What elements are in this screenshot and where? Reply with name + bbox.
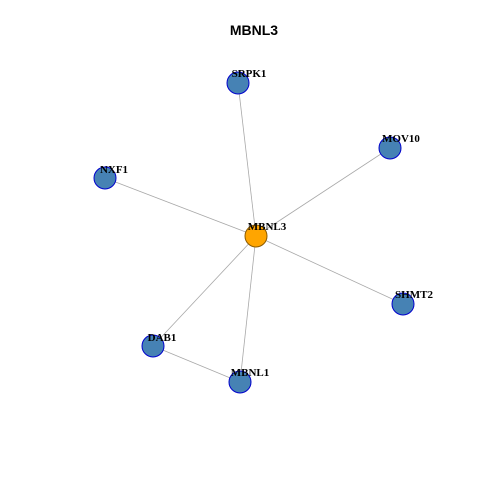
edges-layer [104, 82, 404, 383]
node-label-mbnl1: MBNL1 [231, 367, 270, 379]
node-mbnl3[interactable] [244, 224, 268, 248]
edge-mbnl3-shmt2 [255, 235, 404, 305]
node-label-mov10: MOV10 [382, 133, 420, 145]
edge-mbnl3-mbnl1 [239, 235, 257, 383]
edge-mbnl3-srpk1 [237, 82, 257, 237]
node-mov10[interactable] [378, 136, 402, 160]
node-shmt2[interactable] [391, 292, 415, 316]
node-srpk1[interactable] [226, 71, 250, 95]
edge-mbnl3-nxf1 [104, 177, 257, 237]
node-dab1[interactable] [141, 334, 165, 358]
node-label-mbnl3: MBNL3 [248, 221, 287, 233]
edge-mbnl3-mov10 [255, 147, 391, 237]
node-label-shmt2: SHMT2 [395, 289, 433, 301]
node-label-nxf1: NXF1 [100, 164, 128, 176]
node-nxf1[interactable] [93, 166, 117, 190]
edge-dab1-mbnl1 [152, 345, 241, 383]
node-label-srpk1: SRPK1 [232, 68, 267, 80]
diagram-title: MBNL3 [230, 22, 278, 38]
node-label-dab1: DAB1 [148, 332, 177, 344]
edge-mbnl3-dab1 [152, 235, 257, 347]
node-mbnl1[interactable] [228, 370, 252, 394]
